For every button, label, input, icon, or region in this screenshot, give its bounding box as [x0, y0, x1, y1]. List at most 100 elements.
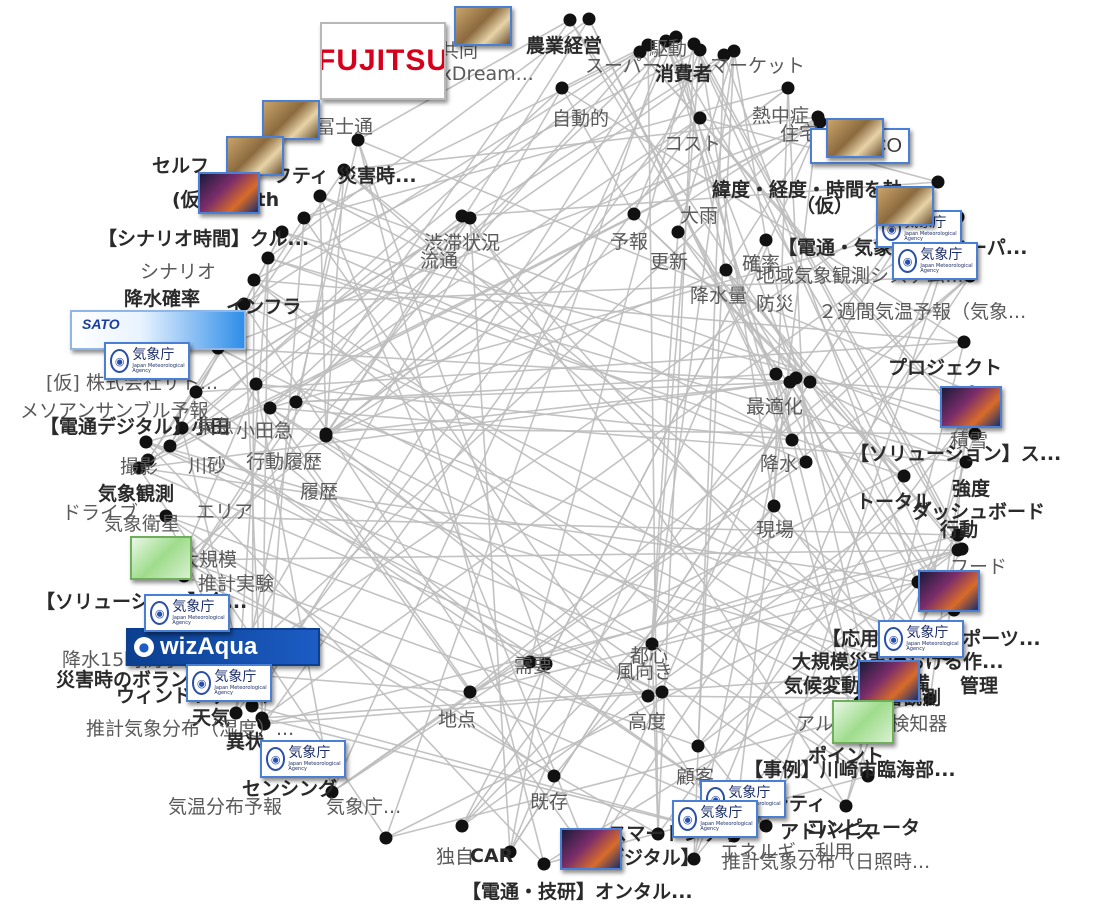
node-dot[interactable] [691, 739, 705, 753]
node-dot[interactable] [959, 455, 973, 469]
node-label[interactable]: 既存 [530, 791, 568, 813]
node-label[interactable]: 撮影 [120, 456, 158, 478]
node-label[interactable]: 気象庁... [326, 796, 401, 818]
node-dot[interactable] [923, 692, 937, 706]
node-label[interactable]: 緯度・経度・時間を軸... [712, 178, 924, 201]
node-dot[interactable] [163, 439, 177, 453]
node-dot[interactable] [159, 509, 173, 523]
node-label[interactable]: ドライブ [62, 501, 138, 524]
node-dot[interactable] [249, 377, 263, 391]
node-dot[interactable] [351, 133, 365, 147]
node-dot[interactable] [951, 528, 965, 542]
node-label[interactable]: 風向き [616, 661, 673, 683]
node-label[interactable]: エリア [196, 501, 253, 523]
node-label[interactable]: 駆動 [649, 38, 687, 60]
node-dot[interactable] [463, 685, 477, 699]
node-label[interactable]: アドバイス [780, 821, 874, 843]
node-dot[interactable] [132, 461, 146, 475]
node-label[interactable]: 予報 [610, 231, 648, 253]
node-label[interactable]: 冨士通 [316, 116, 373, 138]
node-dot[interactable] [523, 655, 537, 669]
node-label[interactable]: トータル [856, 491, 932, 513]
node-label[interactable]: ポイント [808, 744, 884, 767]
node-dot[interactable] [861, 769, 875, 783]
node-dot[interactable] [799, 455, 813, 469]
node-dot[interactable] [547, 769, 561, 783]
node-dot[interactable] [245, 699, 259, 713]
screen-thumbnail-card[interactable] [940, 386, 1002, 428]
node-dot[interactable] [781, 81, 795, 95]
node-label[interactable]: 強度 [952, 477, 991, 500]
node-label[interactable]: 需要 [514, 655, 552, 677]
node-dot[interactable] [769, 367, 783, 381]
node-dot[interactable] [275, 225, 289, 239]
node-dot[interactable] [289, 395, 303, 409]
node-label[interactable]: 都心 [630, 645, 668, 667]
node-label[interactable]: エネルギー利用 [720, 841, 853, 863]
node-label[interactable]: 管理 [960, 674, 998, 697]
node-label[interactable]: 推計気象分布（湿度）... [86, 718, 294, 740]
node-dot[interactable] [263, 401, 277, 415]
node-dot[interactable] [627, 207, 641, 221]
node-label[interactable]: 自動的 [552, 108, 609, 130]
node-label[interactable]: 気温分布予報 [168, 796, 282, 818]
node-label[interactable]: コンピュータ [806, 817, 920, 839]
photo-thumbnail-card[interactable] [226, 136, 284, 176]
node-dot[interactable] [719, 263, 733, 277]
node-label[interactable]: 【ソリューション】ス... [850, 442, 1061, 465]
node-dot[interactable] [727, 44, 741, 58]
node-label[interactable]: 農業経営 [526, 34, 602, 57]
screen-thumbnail-card[interactable] [858, 660, 920, 702]
map-thumbnail-card[interactable] [832, 700, 894, 744]
node-label[interactable]: 【事例】川崎市臨海部... [744, 758, 956, 781]
node-dot[interactable] [897, 469, 911, 483]
node-dot[interactable] [803, 375, 817, 389]
node-label[interactable]: センシング [242, 777, 337, 800]
node-label[interactable]: 推計気象分布（日照時... [722, 851, 930, 873]
node-dot[interactable] [539, 657, 553, 671]
node-dot[interactable] [455, 819, 469, 833]
node-label[interactable]: 防災 [756, 293, 794, 315]
photo-thumbnail-card[interactable] [262, 100, 320, 140]
node-label[interactable]: プロジェクト [888, 356, 1002, 379]
node-label[interactable]: 行動 [939, 518, 978, 541]
node-label[interactable]: セルフ [152, 155, 209, 177]
node-dot[interactable] [582, 12, 596, 26]
node-label[interactable]: 渋滞状況 [424, 232, 500, 254]
node-dot[interactable] [813, 115, 827, 129]
node-dot[interactable] [463, 211, 477, 225]
node-dot[interactable] [717, 48, 731, 62]
node-label[interactable]: CAR [470, 845, 514, 867]
node-label[interactable]: 最適化 [746, 396, 803, 418]
green-thumbnail-card[interactable] [130, 536, 192, 580]
node-dot[interactable] [645, 637, 659, 651]
node-dot[interactable] [325, 785, 339, 799]
node-dot[interactable] [555, 81, 569, 95]
node-label[interactable]: 熱中症 [752, 105, 809, 127]
node-label[interactable]: ダッシュボード [912, 500, 1045, 523]
node-dot[interactable] [955, 542, 969, 556]
node-dot[interactable] [139, 435, 153, 449]
node-dot[interactable] [337, 163, 351, 177]
node-dot[interactable] [671, 225, 685, 239]
node-label[interactable]: 積雪 [950, 430, 988, 452]
node-label[interactable]: 履歴 [300, 481, 338, 503]
node-dot[interactable] [651, 827, 665, 841]
node-label[interactable]: 推計実験 [198, 573, 274, 595]
node-label[interactable]: 流通 [420, 250, 458, 272]
node-dot[interactable] [785, 433, 799, 447]
node-label[interactable]: 気象衛星 [104, 513, 180, 535]
node-label[interactable]: 大雨 [680, 205, 718, 227]
node-label[interactable]: 川砂 [188, 455, 226, 477]
node-label[interactable]: 独自 [436, 846, 474, 868]
node-dot[interactable] [931, 175, 945, 189]
node-label[interactable]: 【電通デジタル】小田 [40, 415, 230, 438]
node-label[interactable]: 住宅 [780, 123, 818, 145]
node-dot[interactable] [141, 453, 155, 467]
